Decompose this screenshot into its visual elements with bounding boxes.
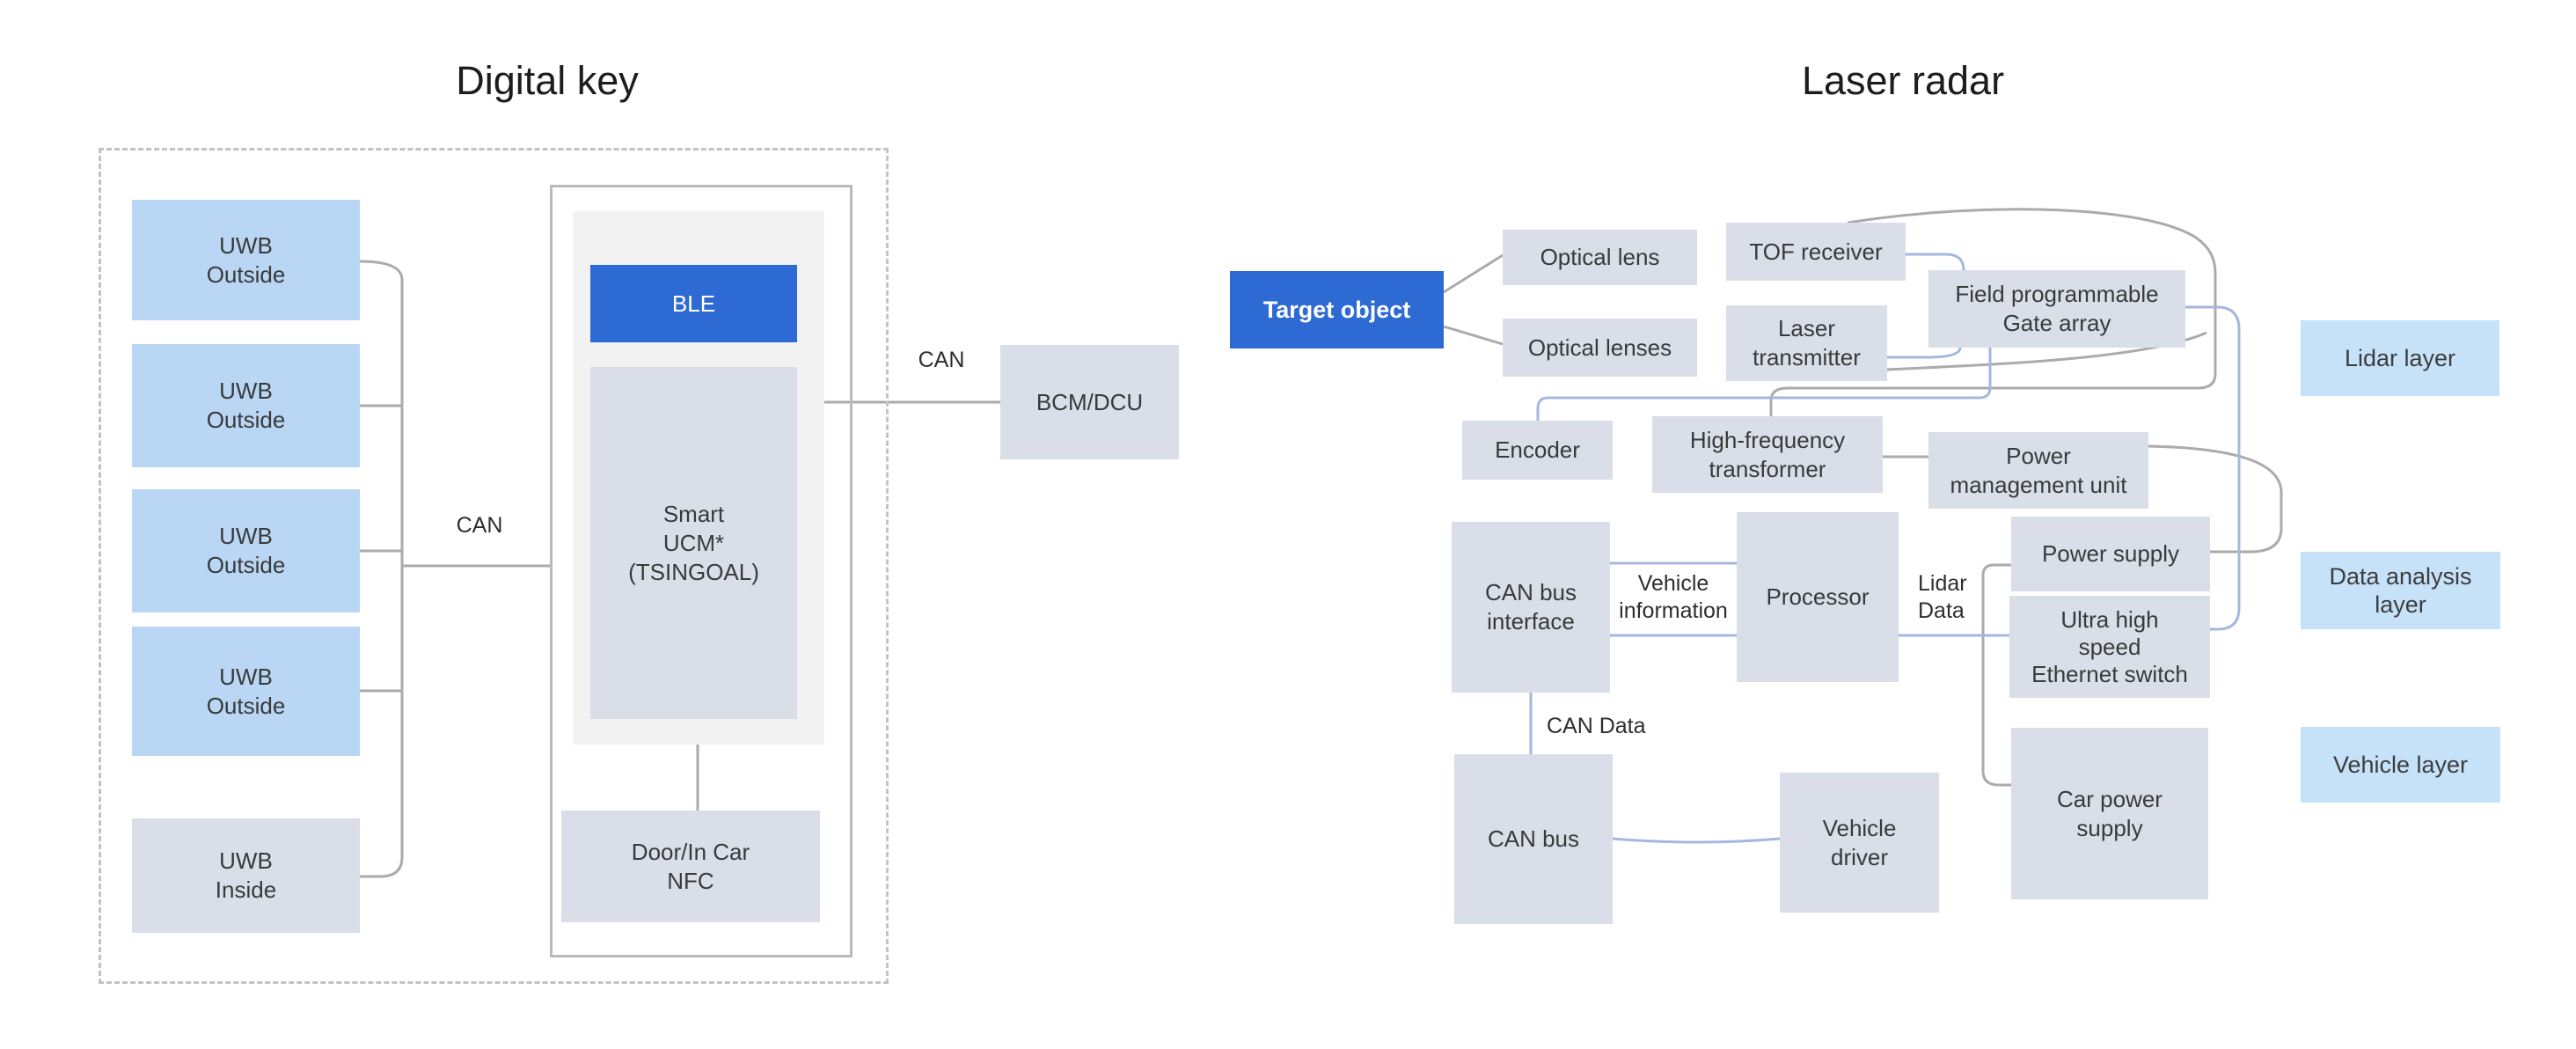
power-management-unit-box: Power management unit [1928, 432, 2148, 509]
data-analysis-layer-box: Data analysis layer [2301, 552, 2500, 629]
ble-box: BLE [590, 265, 797, 342]
hf-transformer-box: High-frequency transformer [1652, 416, 1883, 493]
uwb-outside-3-box: UWB Outside [132, 489, 360, 613]
bcm-dcu-box: BCM/DCU [1000, 345, 1179, 459]
lidar-layer-box: Lidar layer [2301, 320, 2499, 396]
can-data-label: CAN Data [1547, 714, 1646, 738]
laser-transmitter-box: Laser transmitter [1726, 305, 1887, 381]
canbus-to-driver-line [1612, 837, 1781, 844]
optical-lenses-box: Optical lenses [1503, 319, 1697, 377]
uwb-outside-2-box: UWB Outside [132, 344, 360, 467]
processor-box: Processor [1737, 512, 1899, 682]
tof-receiver-box: TOF receiver [1726, 223, 1906, 281]
laser-radar-title: Laser radar [1801, 58, 2005, 103]
digital-key-title: Digital key [456, 58, 639, 103]
uwb-bus-line [359, 260, 404, 878]
pmu-to-powersupply-line [2148, 444, 2283, 554]
powersupply-to-carpower-line [1981, 563, 2011, 787]
car-power-supply-box: Car power supply [2011, 728, 2208, 899]
can-bus-box: CAN bus [1454, 754, 1613, 924]
tof-to-fpga-line [1906, 253, 1965, 271]
fpga-to-switch-line [2185, 305, 2241, 631]
target-to-lens-line [1443, 253, 1504, 294]
fpga-to-encoder-line [1536, 348, 1992, 421]
vehicle-driver-box: Vehicle driver [1780, 773, 1939, 913]
transmitter-to-fpga-line [1887, 347, 1962, 359]
power-supply-box: Power supply [2011, 517, 2210, 591]
smart-ucm-box: Smart UCM* (TSINGOAL) [590, 367, 797, 719]
uwb-outside-1-box: UWB Outside [132, 200, 360, 320]
target-object-box: Target object [1230, 271, 1444, 348]
can-bus-interface-box: CAN bus interface [1452, 522, 1610, 693]
ethernet-switch-box: Ultra high speed Ethernet switch [2009, 596, 2210, 698]
lidar-data-label: Lidar Data [1918, 571, 1967, 623]
tof-loop-line [1769, 208, 2217, 416]
can-label-inner: CAN [456, 513, 503, 538]
vehicle-layer-box: Vehicle layer [2301, 727, 2500, 803]
encoder-box: Encoder [1462, 421, 1613, 480]
door-nfc-box: Door/In Car NFC [561, 811, 820, 922]
digital-key-boundary [99, 148, 889, 984]
target-to-lenses-line [1443, 325, 1504, 346]
uwb-inside-box: UWB Inside [132, 818, 360, 933]
fpga-box: Field programmable Gate array [1928, 270, 2185, 348]
smart-key-module-frame [550, 185, 853, 957]
optical-lens-box: Optical lens [1503, 230, 1697, 285]
vehicle-information-label: Vehicle information [1619, 571, 1728, 623]
can-label-outer: CAN [918, 348, 965, 372]
uwb-outside-4-box: UWB Outside [132, 627, 360, 756]
